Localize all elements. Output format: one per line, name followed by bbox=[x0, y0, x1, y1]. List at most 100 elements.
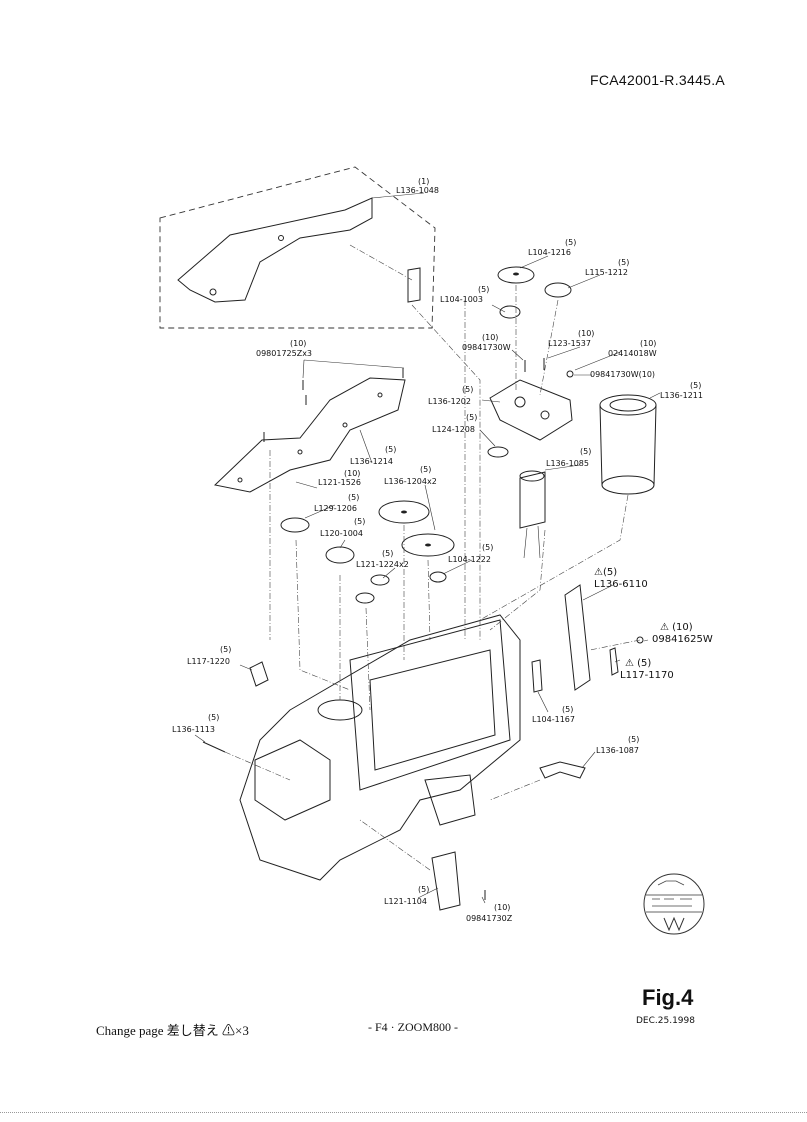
part-l117-1220-icon bbox=[249, 661, 269, 687]
svg-text:(5): (5) bbox=[418, 885, 429, 894]
part-label: (10) 09801725Zx3 bbox=[256, 339, 312, 358]
svg-text:(10): (10) bbox=[578, 329, 594, 338]
part-label: (10) L123-1537 bbox=[548, 329, 594, 348]
part-label-warning: ⚠ (10) 09841625W bbox=[652, 622, 713, 645]
gear-l115-1212-icon bbox=[544, 282, 572, 298]
gear-l120-1004-icon bbox=[325, 546, 355, 564]
change-note: Change page 差し替え ⚠×3 bbox=[96, 1023, 249, 1038]
part-label: (5) L136-1202 bbox=[428, 385, 473, 406]
svg-text:L123-1537: L123-1537 bbox=[548, 339, 591, 348]
svg-text:(5): (5) bbox=[478, 285, 489, 294]
part-label-warning: ⚠ (5) L117-1170 bbox=[620, 658, 674, 681]
bracket-l136-6110-icon bbox=[564, 584, 591, 691]
svg-text:L136-1113: L136-1113 bbox=[172, 725, 215, 734]
svg-text:L104-1222: L104-1222 bbox=[448, 555, 491, 564]
svg-text:(10): (10) bbox=[482, 333, 498, 342]
plate-l136-1214-icon bbox=[213, 377, 406, 493]
part-label: (5) L136-1214 bbox=[350, 445, 396, 466]
service-stamp-icon bbox=[643, 873, 705, 935]
svg-text:09841625W: 09841625W bbox=[652, 634, 713, 645]
clip-l136-1087-icon bbox=[539, 761, 586, 779]
part-label: (5) L104-1216 bbox=[528, 238, 576, 257]
part-label: (10) 02414018W bbox=[608, 339, 657, 358]
part-l121-1104-icon bbox=[431, 851, 461, 911]
svg-text:(1): (1) bbox=[418, 177, 429, 186]
svg-text:09841730Z: 09841730Z bbox=[466, 914, 513, 923]
svg-text:L136-6110: L136-6110 bbox=[594, 579, 648, 590]
bracket-part-icon bbox=[177, 197, 373, 303]
figure-label: Fig.4 bbox=[642, 985, 694, 1010]
svg-text:(5): (5) bbox=[466, 413, 477, 422]
svg-text:(5): (5) bbox=[382, 549, 393, 558]
svg-text:L104-1167: L104-1167 bbox=[532, 715, 575, 724]
svg-text:(5): (5) bbox=[354, 517, 365, 526]
part-label: 09841730W(10) bbox=[590, 370, 655, 379]
svg-text:(5): (5) bbox=[565, 238, 576, 247]
svg-text:L121-1104: L121-1104 bbox=[384, 897, 427, 906]
part-label: (5) L136-1204x2 bbox=[384, 465, 437, 486]
part-label: (5) L104-1167 bbox=[532, 705, 575, 724]
part-label: (5) L104-1222 bbox=[448, 543, 493, 564]
part-l104-1003-icon bbox=[499, 305, 521, 319]
part-label: (5) L115-1212 bbox=[585, 258, 629, 277]
part-label: (5) L121-1224x2 bbox=[356, 549, 409, 569]
svg-text:L120-1004: L120-1004 bbox=[320, 529, 363, 538]
svg-text:(5): (5) bbox=[348, 493, 359, 502]
screw-icon bbox=[636, 636, 644, 644]
figure-date: DEC.25.1998 bbox=[636, 1016, 695, 1026]
gearbox-housing-icon bbox=[489, 379, 573, 441]
svg-text:L124-1208: L124-1208 bbox=[432, 425, 475, 434]
footer-divider bbox=[0, 1112, 807, 1114]
svg-text:09841730W(10): 09841730W(10) bbox=[590, 370, 655, 379]
motor-icon bbox=[519, 471, 546, 529]
part-label: (5) L121-1104 bbox=[384, 885, 429, 906]
svg-text:09841730W: 09841730W bbox=[462, 343, 511, 352]
svg-text:⚠ (10): ⚠ (10) bbox=[660, 622, 693, 633]
svg-text:⚠ (5): ⚠ (5) bbox=[625, 658, 651, 669]
svg-text:(5): (5) bbox=[482, 543, 493, 552]
svg-text:09801725Zx3: 09801725Zx3 bbox=[256, 349, 312, 358]
svg-text:L129-1206: L129-1206 bbox=[314, 504, 357, 513]
svg-text:(5): (5) bbox=[420, 465, 431, 474]
part-label: (5) L136-1211 bbox=[660, 381, 703, 400]
part-label: (5) L117-1220 bbox=[187, 645, 231, 666]
svg-text:(5): (5) bbox=[580, 447, 591, 456]
svg-text:L136-1202: L136-1202 bbox=[428, 397, 471, 406]
part-label: (5) L136-1085 bbox=[546, 447, 591, 468]
part-label: (1) L136-1048 bbox=[396, 177, 439, 195]
screw-icon bbox=[263, 368, 404, 442]
part-l104-1167-icon bbox=[531, 659, 543, 693]
svg-text:L115-1212: L115-1212 bbox=[585, 268, 628, 277]
part-l117-1170-icon bbox=[609, 647, 619, 676]
part-label: (10) 09841730W bbox=[462, 333, 511, 352]
svg-text:(10): (10) bbox=[494, 903, 510, 912]
svg-text:L136-1048: L136-1048 bbox=[396, 186, 439, 195]
svg-text:(5): (5) bbox=[220, 645, 231, 654]
svg-text:L136-1087: L136-1087 bbox=[596, 746, 639, 755]
svg-text:(5): (5) bbox=[385, 445, 396, 454]
gear-l121-1224-icon bbox=[370, 574, 390, 586]
svg-text:(10): (10) bbox=[290, 339, 306, 348]
part-label: (5) L136-1113 bbox=[172, 713, 219, 734]
part-l129-1206-icon bbox=[280, 517, 310, 533]
page-reference: - F4 · ZOOM800 - bbox=[368, 1020, 458, 1034]
part-label: (5) L124-1208 bbox=[432, 413, 477, 434]
svg-text:(10): (10) bbox=[640, 339, 656, 348]
svg-text:L121-1526: L121-1526 bbox=[318, 478, 361, 487]
document-id: FCA42001-R.3445.A bbox=[590, 72, 726, 88]
svg-text:(5): (5) bbox=[462, 385, 473, 394]
svg-text:02414018W: 02414018W bbox=[608, 349, 657, 358]
svg-text:(10): (10) bbox=[344, 469, 360, 478]
subassembly-outline bbox=[159, 166, 436, 329]
pin-l136-1113-icon bbox=[202, 741, 226, 753]
part-label: (5) L120-1004 bbox=[320, 517, 365, 538]
gear-l124-1208-icon bbox=[487, 446, 509, 458]
screw-icon bbox=[566, 370, 574, 378]
svg-text:L136-1085: L136-1085 bbox=[546, 459, 589, 468]
clip-part-icon bbox=[407, 267, 421, 303]
svg-text:L104-1216: L104-1216 bbox=[528, 248, 571, 257]
svg-text:(5): (5) bbox=[618, 258, 629, 267]
svg-text:L136-1204x2: L136-1204x2 bbox=[384, 477, 437, 486]
svg-text:L136-1214: L136-1214 bbox=[350, 457, 393, 466]
